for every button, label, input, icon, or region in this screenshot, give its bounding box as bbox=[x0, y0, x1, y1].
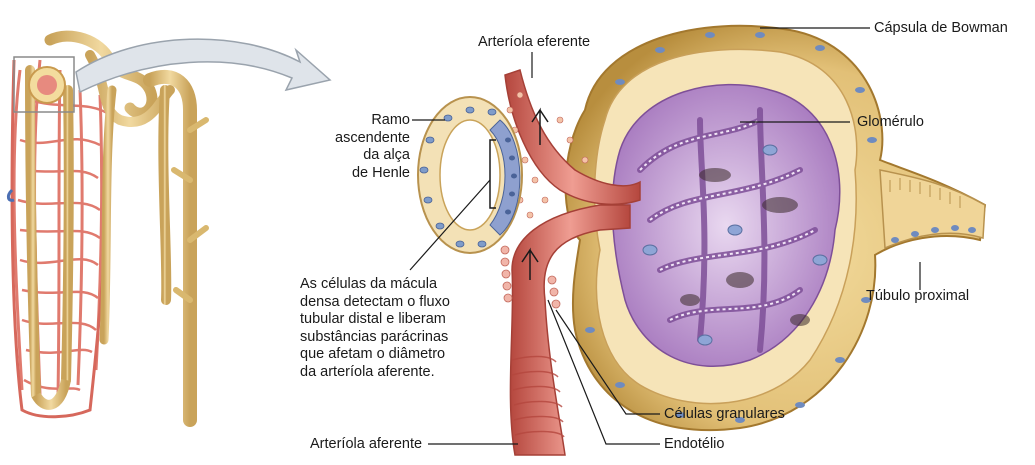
glomerulus bbox=[612, 85, 839, 367]
zoom-arrow bbox=[76, 39, 330, 92]
label-endothelium: Endotélio bbox=[664, 436, 724, 453]
label-glomerulus: Glomérulo bbox=[857, 114, 924, 131]
note-line-2: densa detectam o fluxo bbox=[300, 294, 450, 312]
note-line-3: tubular distal e liberam bbox=[300, 311, 450, 329]
note-line-5: que afetam o diâmetro bbox=[300, 346, 450, 364]
label-granular-cells: Células granulares bbox=[664, 406, 785, 423]
note-line-1: As células da mácula bbox=[300, 276, 450, 294]
label-bowman-capsule: Cápsula de Bowman bbox=[874, 20, 1008, 37]
nephron-overview bbox=[8, 36, 206, 420]
label-afferent-arteriole: Arteríola aferente bbox=[310, 436, 422, 453]
label-proximal-tubule: Túbulo proximal bbox=[866, 288, 969, 305]
note-line-6: da arteríola aferente. bbox=[300, 364, 450, 382]
label-ascending-line-1: Ramo bbox=[310, 112, 410, 130]
label-ascending-line-4: de Henle bbox=[310, 165, 410, 183]
label-ascending-line-2: ascendente bbox=[310, 130, 410, 148]
label-ascending-limb: Ramo ascendente da alça de Henle bbox=[310, 112, 410, 182]
label-ascending-line-3: da alça bbox=[310, 147, 410, 165]
label-efferent-arteriole: Arteríola eferente bbox=[478, 34, 590, 51]
macula-densa-note: As células da mácula densa detectam o fl… bbox=[300, 276, 450, 381]
note-line-4: substâncias parácrinas bbox=[300, 329, 450, 347]
